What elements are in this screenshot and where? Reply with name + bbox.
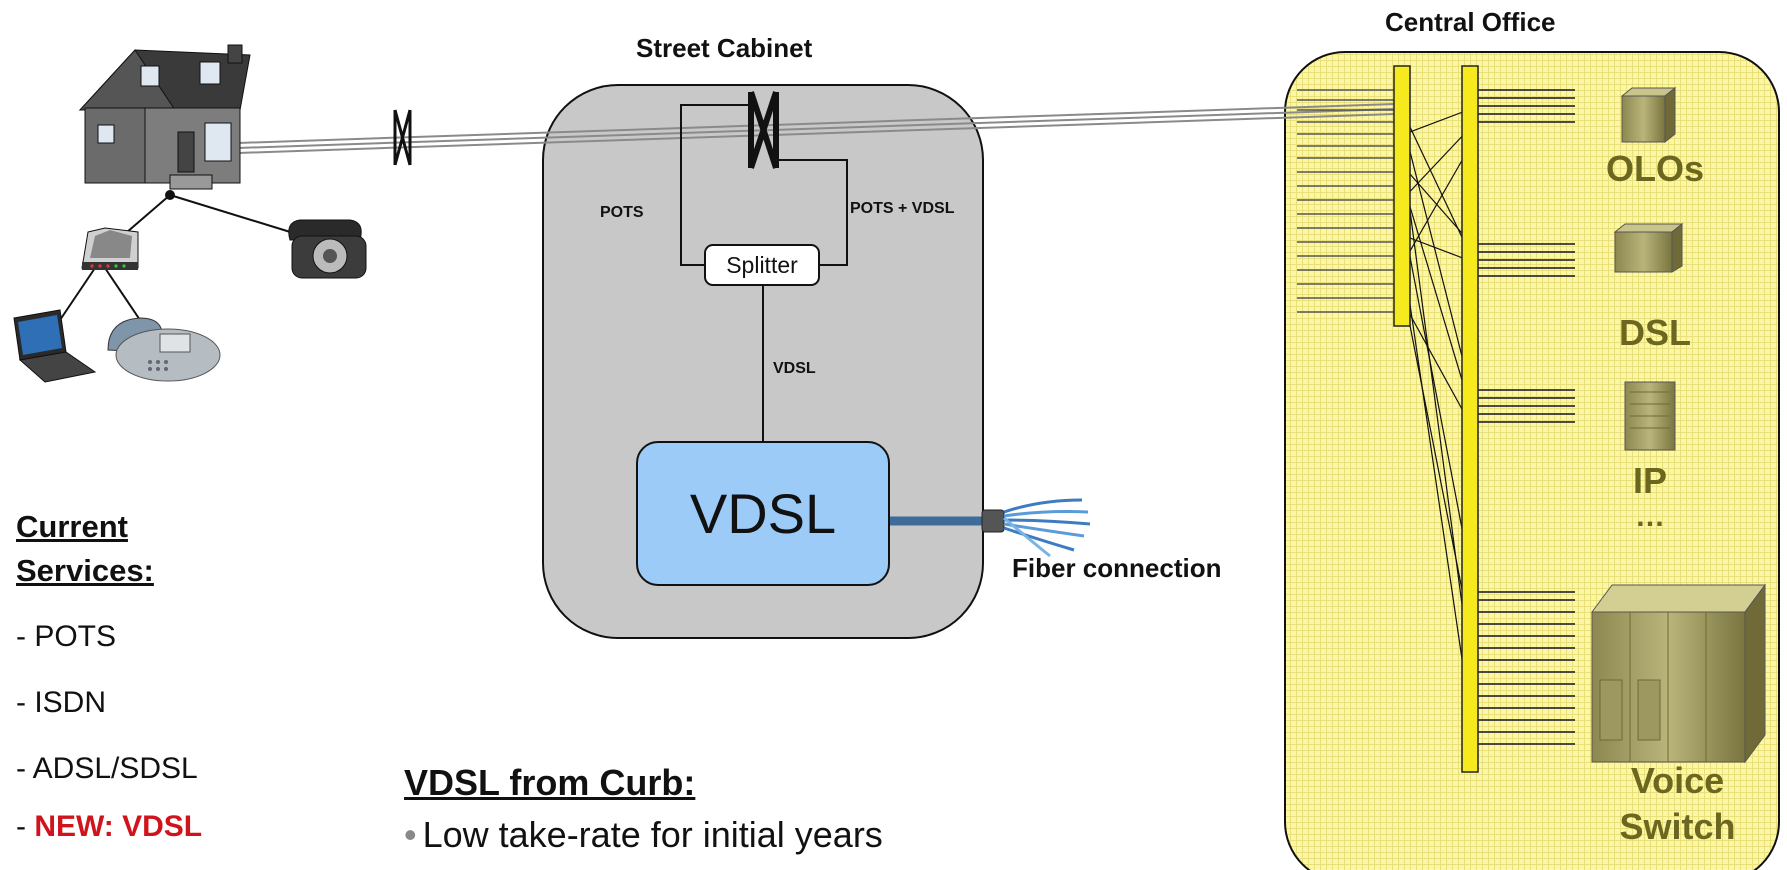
more-services-ellipsis: …	[1635, 500, 1665, 533]
service-item-adsl-sdsl: - ADSL/SDSL	[16, 752, 198, 785]
co-incoming-lines	[1297, 89, 1400, 313]
service-item-pots: - POTS	[16, 620, 117, 653]
pots-vdsl-label: POTS + VDSL	[850, 200, 955, 217]
voice-switch-icon	[1591, 583, 1766, 764]
splitter-wiring	[680, 104, 848, 441]
vdsl-dslam-box: VDSL	[636, 441, 890, 586]
ip-router-icon	[1624, 381, 1676, 451]
service-item-isdn: - ISDN	[16, 686, 106, 719]
distribution-frame-bar-right	[1461, 65, 1479, 773]
voice-switch-label-line2: Switch	[1619, 806, 1736, 847]
current-services-heading-line2: Services:	[16, 553, 154, 588]
service-item-new-vdsl: - NEW: VDSL	[16, 810, 202, 844]
olos-label: OLOs	[1605, 148, 1704, 189]
dsl-server-icon	[1613, 222, 1684, 273]
modem-icon	[81, 227, 139, 270]
fiber-bundle-icon	[981, 498, 1091, 558]
distribution-frame-bar-left	[1393, 65, 1411, 327]
ip-phone-icon	[107, 317, 221, 382]
voice-switch-label-line1: Voice	[1630, 760, 1725, 801]
laptop-icon	[13, 309, 97, 383]
vdsl-line-label: VDSL	[773, 360, 816, 377]
house-icon	[78, 44, 251, 190]
current-services-heading-line1: Current	[16, 509, 128, 544]
curb-bullet-item: •Low take-rate for initial years	[404, 814, 883, 856]
drop-splice-icon	[393, 109, 412, 166]
co-equipment-lines	[1478, 89, 1575, 745]
rotary-phone-icon	[288, 219, 367, 279]
bullet-dot-icon: •	[404, 814, 417, 855]
splitter-box: Splitter	[704, 244, 820, 286]
fiber-connection-label: Fiber connection	[1012, 553, 1222, 583]
dsl-label: DSL	[1619, 312, 1691, 353]
olo-server-icon	[1620, 86, 1677, 144]
ip-label: IP	[1632, 460, 1667, 501]
curb-bullet-text: Low take-rate for initial years	[422, 814, 883, 855]
central-office-title: Central Office	[1385, 7, 1556, 37]
pots-label: POTS	[600, 204, 644, 221]
service-item-new-text: NEW: VDSL	[34, 810, 203, 843]
copper-cable	[237, 103, 1396, 154]
cross-connect-wires	[1401, 109, 1469, 701]
service-item-new-prefix: -	[16, 810, 35, 843]
street-cabinet-title: Street Cabinet	[636, 33, 813, 63]
current-services-heading: Current Services:	[16, 505, 154, 593]
vdsl-from-curb-heading: VDSL from Curb:	[404, 762, 696, 803]
